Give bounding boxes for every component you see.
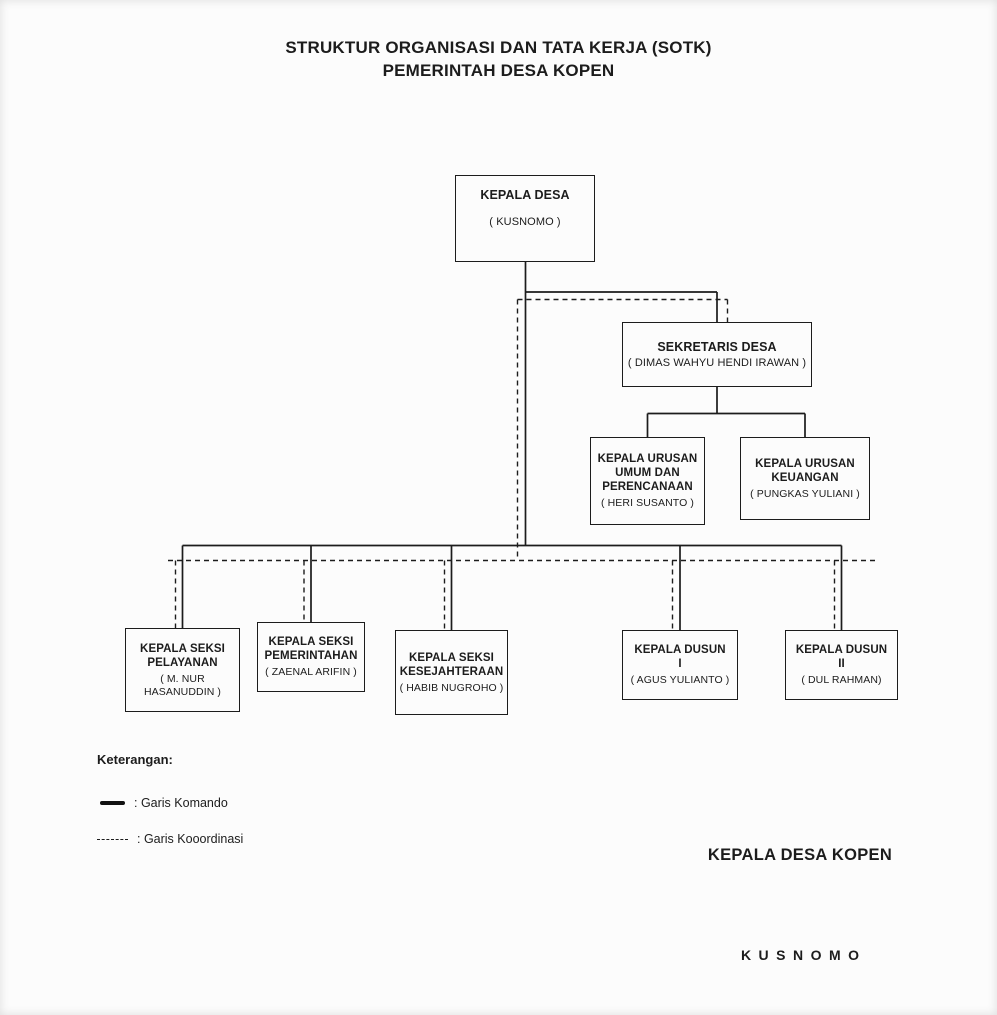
komando-lines [181, 262, 843, 630]
node-title: KEPALA DUSUN II [795, 644, 888, 670]
node-title: KEPALA SEKSI PELAYANAN [140, 642, 225, 669]
node-person: ( HABIB NUGROHO ) [399, 681, 504, 694]
org-node-seksi-pelayanan: KEPALA SEKSI PELAYANAN ( M. NUR HASANUDD… [125, 628, 240, 712]
node-title: KEPALA DESA [480, 188, 570, 202]
legend-row-komando: : Garis Komando [100, 796, 228, 810]
org-node-kepala-dusun-2: KEPALA DUSUN II ( DUL RAHMAN) [785, 630, 898, 700]
org-node-sekretaris-desa: SEKRETARIS DESA ( DIMAS WAHYU HENDI IRAW… [622, 322, 812, 387]
legend-row-koordinasi: : Garis Kooordinasi [97, 832, 243, 846]
org-node-kepala-desa: KEPALA DESA ( KUSNOMO ) [455, 175, 595, 262]
page-title-line2: PEMERINTAH DESA KOPEN [382, 61, 615, 80]
node-title: SEKRETARIS DESA [657, 339, 777, 354]
org-node-seksi-pemerintahan: KEPALA SEKSI PEMERINTAHAN ( ZAENAL ARIFI… [257, 622, 365, 692]
page-title: STRUKTUR ORGANISASI DAN TATA KERJA (SOTK… [0, 36, 997, 82]
solid-line-sample [100, 801, 125, 805]
legend-komando-label: : Garis Komando [134, 796, 228, 810]
signature-name: KUSNOMO [740, 947, 867, 963]
signature-title: KEPALA DESA KOPEN [707, 846, 893, 864]
node-person: ( AGUS YULIANTO ) [630, 674, 730, 686]
node-person: ( DUL RAHMAN) [801, 674, 882, 686]
node-title: KEPALA URUSAN KEUANGAN [755, 457, 855, 484]
page-title-line1: STRUKTUR ORGANISASI DAN TATA KERJA (SOTK… [285, 38, 712, 57]
org-node-seksi-kesejahteraan: KEPALA SEKSI KESEJAHTERAAN ( HABIB NUGRO… [395, 630, 508, 715]
node-title: KEPALA URUSAN UMUM DAN PERENCANAAN [597, 453, 698, 493]
koordinasi-lines [168, 298, 875, 630]
node-person: ( KUSNOMO ) [489, 216, 561, 228]
node-title: KEPALA DUSUN I [634, 644, 726, 670]
node-title: KEPALA SEKSI PEMERINTAHAN [264, 636, 358, 662]
node-person: ( M. NUR HASANUDDIN ) [143, 672, 222, 698]
node-title: KEPALA SEKSI KESEJAHTERAAN [399, 651, 504, 678]
node-person: ( PUNGKAS YULIANI ) [750, 487, 860, 500]
org-node-kaur-keuangan: KEPALA URUSAN KEUANGAN ( PUNGKAS YULIANI… [740, 437, 870, 520]
node-person: ( DIMAS WAHYU HENDI IRAWAN ) [627, 356, 807, 369]
dashed-line-sample [97, 838, 128, 840]
legend-heading: Keterangan: [97, 752, 173, 767]
org-node-kepala-dusun-1: KEPALA DUSUN I ( AGUS YULIANTO ) [622, 630, 738, 700]
org-node-kaur-umum-perencanaan: KEPALA URUSAN UMUM DAN PERENCANAAN ( HER… [590, 437, 705, 525]
node-person: ( HERI SUSANTO ) [601, 497, 694, 509]
node-person: ( ZAENAL ARIFIN ) [265, 666, 357, 678]
legend-koordinasi-label: : Garis Kooordinasi [137, 832, 244, 846]
